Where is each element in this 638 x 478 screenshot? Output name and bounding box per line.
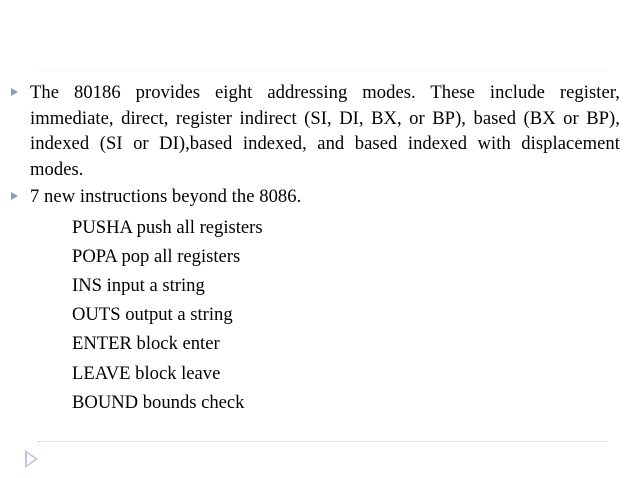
slide-body: The 80186 provides eight addressing mode…	[0, 80, 638, 417]
list-item: BOUND bounds check	[72, 391, 245, 413]
triangle-bullet-icon	[11, 192, 18, 200]
bullet-text-new-instructions: 7 new instructions beyond the 8086.	[30, 186, 302, 207]
bullet-item-addressing-modes: The 80186 provides eight addressing mode…	[0, 80, 638, 182]
bullet-item-new-instructions: 7 new instructions beyond the 8086.	[0, 184, 638, 210]
bullet-text-addressing-modes: The 80186 provides eight addressing mode…	[30, 82, 620, 180]
list-item: OUTS output a string	[72, 304, 233, 326]
divider-bottom	[38, 441, 608, 442]
footer-triangle-icon-inner	[27, 453, 35, 465]
list-item: LEAVE block leave	[72, 362, 221, 384]
divider-top	[38, 70, 608, 71]
triangle-bullet-icon	[11, 88, 18, 96]
list-item: PUSHA push all registers	[72, 216, 263, 238]
list-item: POPA pop all registers	[72, 245, 241, 267]
instruction-list: PUSHA push all registers POPA pop all re…	[0, 213, 638, 417]
list-item: ENTER block enter	[72, 333, 220, 355]
list-item: INS input a string	[72, 274, 205, 296]
